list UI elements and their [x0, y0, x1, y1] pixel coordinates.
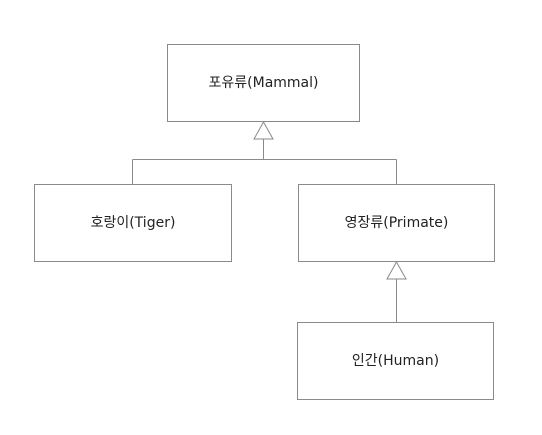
tiger-label: 호랑이(Tiger) — [91, 215, 176, 231]
human-box — [297, 322, 494, 400]
primate-label: 영장류(Primate) — [345, 215, 449, 231]
mammal-label: 포유류(Mammal) — [209, 75, 319, 91]
human-label: 인간(Human) — [352, 353, 439, 369]
primate-inheritance-arrowhead — [386, 260, 407, 280]
mammal-inheritance-arrowhead — [253, 120, 274, 140]
